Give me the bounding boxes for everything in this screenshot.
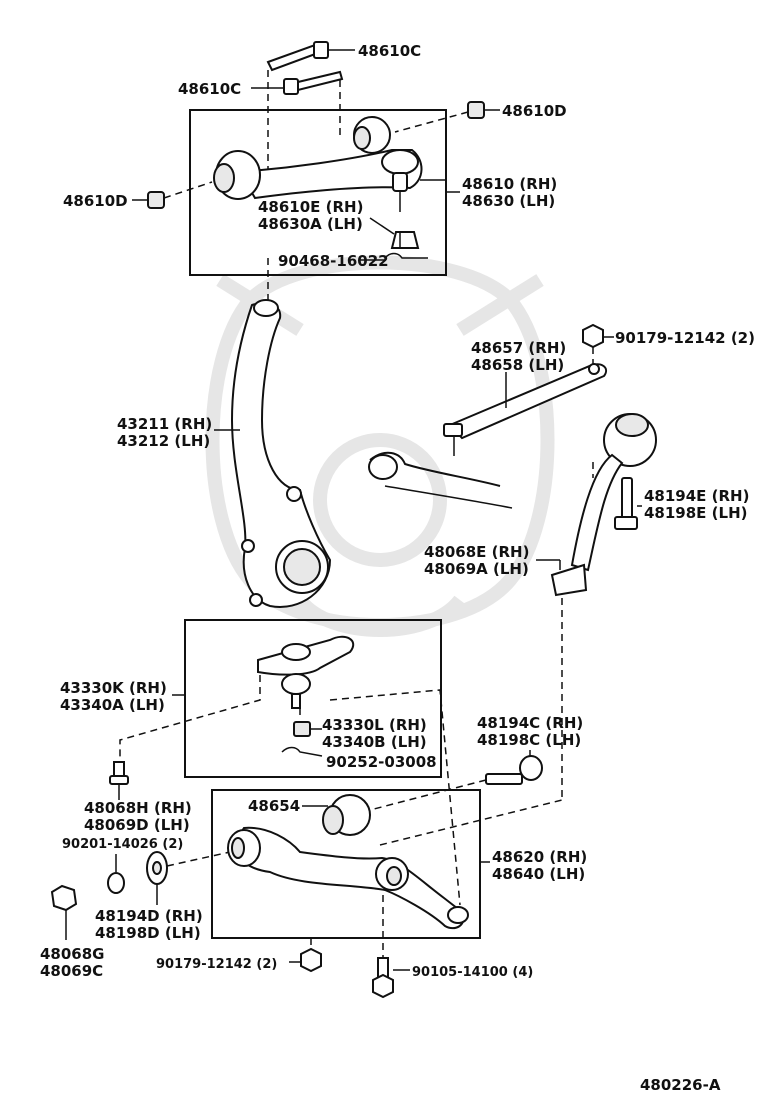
label-48610c-top: 48610C	[358, 42, 421, 60]
label-48068g: 48068G	[40, 945, 105, 963]
label-48620-rh: 48620 (RH)	[492, 848, 587, 866]
label-48630a-lh: 48630A (LH)	[258, 215, 363, 233]
label-48198c-lh: 48198C (LH)	[477, 731, 581, 749]
lower-arm-group-box	[211, 789, 481, 939]
label-48194d-rh: 48194D (RH)	[95, 907, 203, 925]
castle-nut-43330l	[293, 721, 311, 737]
label-48068h-rh: 48068H (RH)	[84, 799, 192, 817]
label-48630-lh: 48630 (LH)	[462, 192, 555, 210]
cotter-pin-90468	[384, 252, 428, 259]
watermark-emblem	[205, 255, 555, 637]
label-90105: 90105-14100 (4)	[412, 965, 533, 980]
strut-bushing-48068e	[550, 413, 657, 597]
label-48069a-lh: 48069A (LH)	[424, 560, 529, 578]
label-90252: 90252-03008	[326, 753, 437, 771]
cam-washer-48194d	[146, 851, 168, 885]
diagram-id: 480226-A	[640, 1076, 721, 1094]
label-48657-rh: 48657 (RH)	[471, 339, 566, 357]
label-48194c-rh: 48194C (RH)	[477, 714, 583, 732]
nut-48068g	[50, 884, 78, 912]
lower-ball-joint	[257, 635, 355, 709]
label-43211-rh: 43211 (RH)	[117, 415, 212, 433]
bushing-48654	[322, 794, 371, 836]
label-48654: 48654	[248, 797, 300, 815]
lower-control-arm	[227, 826, 469, 930]
bolt-48068h	[109, 761, 129, 785]
cotter-pin-90252	[281, 746, 323, 757]
label-48640-lh: 48640 (LH)	[492, 865, 585, 883]
bolt-48610c-top	[266, 41, 329, 72]
bolt-48194c	[485, 755, 543, 785]
label-48069d-lh: 48069D (LH)	[84, 816, 190, 834]
label-90179-bottom: 90179-12142 (2)	[156, 957, 277, 972]
label-43330k-rh: 43330K (RH)	[60, 679, 167, 697]
label-43340a-lh: 43340A (LH)	[60, 696, 165, 714]
nut-90179-top	[582, 323, 604, 349]
label-90201: 90201-14026 (2)	[62, 837, 183, 852]
strut-bar-48657	[443, 363, 608, 456]
nut-90179-bottom	[300, 947, 322, 973]
label-90468: 90468-16022	[278, 252, 389, 270]
washer-90201	[107, 872, 125, 894]
nut-48610d-right	[467, 101, 485, 119]
label-48198e-lh: 48198E (LH)	[644, 504, 747, 522]
label-48610d-right: 48610D	[502, 102, 567, 120]
label-43340b-lh: 43340B (LH)	[322, 733, 427, 751]
upper-control-arm	[213, 116, 423, 212]
label-48610d-left: 48610D	[63, 192, 128, 210]
bolt-48194e	[614, 477, 638, 530]
ball-joint-group-box	[184, 619, 442, 778]
bolt-48610c-left	[283, 70, 344, 95]
label-43330l-rh: 43330L (RH)	[322, 716, 427, 734]
steering-knuckle	[230, 299, 332, 608]
crossmember-section	[368, 451, 513, 509]
bolt-90105	[372, 957, 394, 999]
label-48198d-lh: 48198D (LH)	[95, 924, 201, 942]
nut-48610d-left	[147, 191, 165, 209]
label-48610-rh: 48610 (RH)	[462, 175, 557, 193]
label-48194e-rh: 48194E (RH)	[644, 487, 749, 505]
castle-nut-48610e	[390, 231, 420, 249]
label-48658-lh: 48658 (LH)	[471, 356, 564, 374]
label-43212-lh: 43212 (LH)	[117, 432, 210, 450]
label-48068e-rh: 48068E (RH)	[424, 543, 529, 561]
label-90179-top: 90179-12142 (2)	[615, 329, 755, 347]
label-48610c-left: 48610C	[178, 80, 241, 98]
label-48069c: 48069C	[40, 962, 103, 980]
label-48610e-rh: 48610E (RH)	[258, 198, 363, 216]
